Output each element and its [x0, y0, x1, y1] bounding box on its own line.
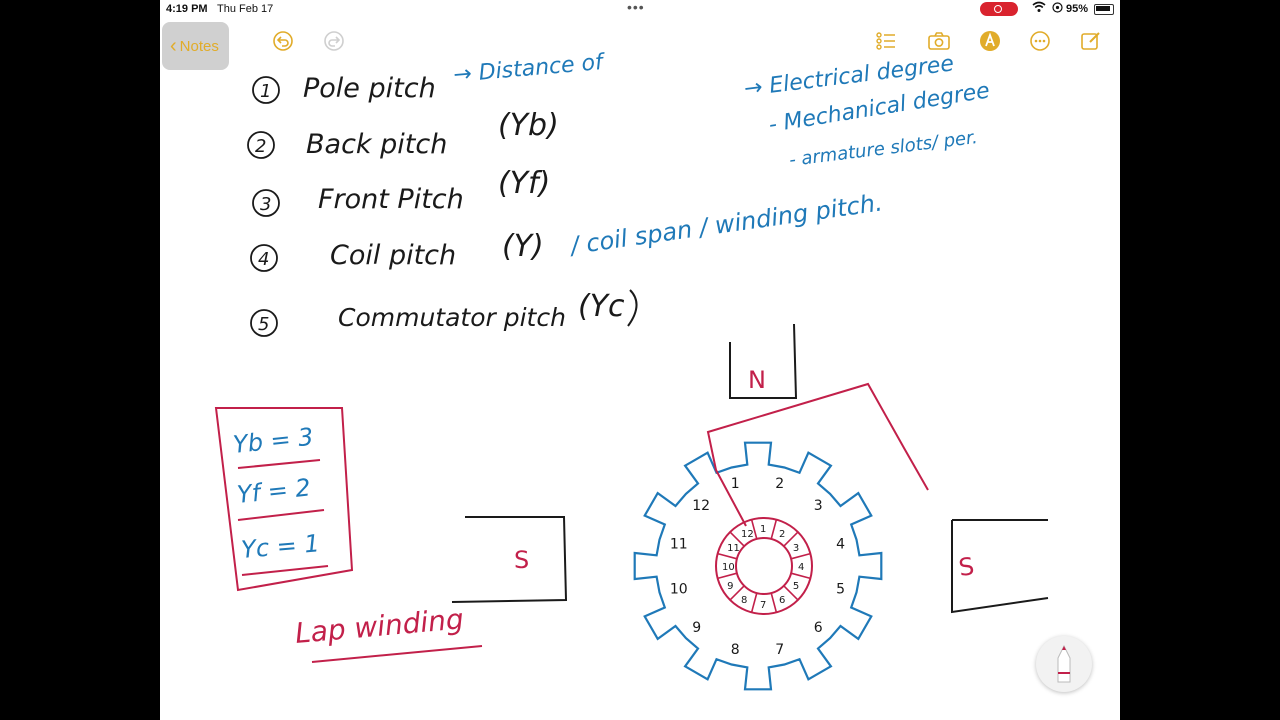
redo-icon[interactable]	[321, 28, 347, 54]
battery-icon	[1094, 4, 1114, 15]
armature-slots-note: - armature slots/ per.	[788, 127, 979, 171]
list-text-back-pitch: Back pitch	[306, 129, 447, 160]
handwriting-canvas[interactable]: 1 Pole pitch 2 Back pitch (Yb) 3 Front P…	[160, 0, 1120, 720]
slot-label: 12	[692, 498, 710, 514]
wifi-icon	[1032, 1, 1046, 16]
status-time: 4:19 PM	[166, 3, 208, 15]
list-number-3: 3	[260, 194, 271, 215]
list-number-4: 4	[258, 249, 269, 270]
back-label: Notes	[179, 37, 219, 55]
slot-label: 2	[775, 476, 784, 492]
commutator-segment-label: 12	[741, 529, 754, 540]
commutator-segment-divider	[717, 552, 738, 560]
battery-percent: 95%	[1066, 3, 1089, 15]
commutator-segment-label: 11	[727, 543, 740, 554]
symbol-back-pitch: (Yb)	[498, 108, 559, 143]
commutator-ring	[735, 537, 793, 595]
symbol-coil-pitch: (Y)	[502, 229, 544, 264]
undo-icon[interactable]	[270, 28, 296, 54]
apple-pencil-tool-button[interactable]	[1036, 636, 1092, 692]
slot-label: 10	[670, 581, 688, 597]
slot-label: 3	[814, 498, 823, 514]
slot-label: 4	[836, 537, 845, 553]
back-pitch-value: Yb = 3	[232, 423, 315, 459]
list-text-commutator-pitch: Commutator pitch	[338, 303, 566, 332]
commutator-segment-label: 1	[760, 524, 766, 535]
lap-winding-title: Lap winding	[294, 602, 465, 650]
commutator-ring	[715, 517, 813, 615]
armature-outline	[633, 441, 883, 691]
commutator-segment-label: 7	[760, 600, 766, 611]
slot-label: 6	[814, 620, 823, 636]
multitasking-dots[interactable]: •••	[627, 0, 645, 15]
commutator-segment-divider	[729, 531, 745, 547]
commutator-segment-label: 4	[798, 562, 804, 573]
commutator-segment-label: 8	[741, 595, 747, 606]
checklist-icon[interactable]	[873, 28, 899, 54]
slot-label: 5	[836, 581, 845, 597]
commutator-segment-divider	[729, 585, 745, 601]
commutator-segment-label: 3	[793, 543, 799, 554]
screen-recording-icon[interactable]	[980, 2, 1018, 16]
notes-toolbar: ‹ Notes	[160, 18, 1120, 70]
slot-label: 9	[692, 620, 701, 636]
markup-icon[interactable]	[977, 28, 1003, 54]
commutator-segment-divider	[790, 552, 811, 560]
commutator-segment-divider	[783, 531, 799, 547]
list-text-coil-pitch: Coil pitch	[330, 240, 456, 271]
more-icon[interactable]	[1027, 28, 1053, 54]
list-text-front-pitch: Front Pitch	[318, 184, 464, 215]
commutator-segment-divider	[783, 585, 799, 601]
commutator-segment-label: 10	[722, 562, 735, 573]
commutator-segment-label: 5	[793, 581, 799, 592]
pole-south-left: S	[514, 546, 529, 574]
compose-icon[interactable]	[1078, 28, 1104, 54]
list-number-2: 2	[255, 136, 266, 157]
symbol-front-pitch: (Yf)	[498, 166, 550, 201]
commutator-segment-divider	[717, 572, 738, 580]
pole-pitch-distance-note: → Distance of	[452, 50, 607, 88]
camera-icon[interactable]	[926, 28, 952, 54]
front-pitch-value: Yf = 2	[236, 473, 312, 509]
commutator-pitch-value: Yc = 1	[240, 529, 321, 564]
notes-screen: 4:19 PM Thu Feb 17 ••• 95% ‹ Notes	[160, 0, 1120, 720]
status-date: Thu Feb 17	[217, 3, 274, 15]
location-icon	[1052, 2, 1063, 16]
commutator-segment-label: 9	[727, 581, 733, 592]
commutator-segment-divider	[750, 519, 758, 540]
coil-span-note: / coil span / winding pitch.	[567, 188, 884, 260]
list-text-pole-pitch: Pole pitch	[303, 73, 436, 104]
commutator-segment-label: 6	[779, 595, 785, 606]
status-bar: 4:19 PM Thu Feb 17 ••• 95%	[160, 0, 1120, 18]
chevron-left-icon: ‹	[170, 35, 177, 57]
commutator-segment-divider	[790, 572, 811, 580]
commutator-segment-divider	[750, 592, 758, 613]
ink-black-layer: 1 Pole pitch 2 Back pitch (Yb) 3 Front P…	[247, 73, 1049, 614]
commutator-segment-label: 2	[779, 529, 785, 540]
symbol-commutator-pitch: (Yc	[578, 289, 625, 324]
list-number-5: 5	[258, 314, 269, 335]
slot-label: 1	[731, 476, 740, 492]
slot-label: 8	[731, 642, 740, 658]
slot-label: 11	[670, 537, 688, 553]
pencil-icon	[1057, 644, 1071, 683]
commutator-segment-divider	[770, 519, 778, 540]
commutator-segment-divider	[770, 592, 778, 613]
pole-north: N	[748, 366, 766, 394]
list-number-1: 1	[260, 81, 271, 102]
slot-label: 7	[775, 642, 784, 658]
pole-south-right: S	[957, 552, 976, 582]
back-to-notes-button[interactable]: ‹ Notes	[162, 22, 229, 70]
